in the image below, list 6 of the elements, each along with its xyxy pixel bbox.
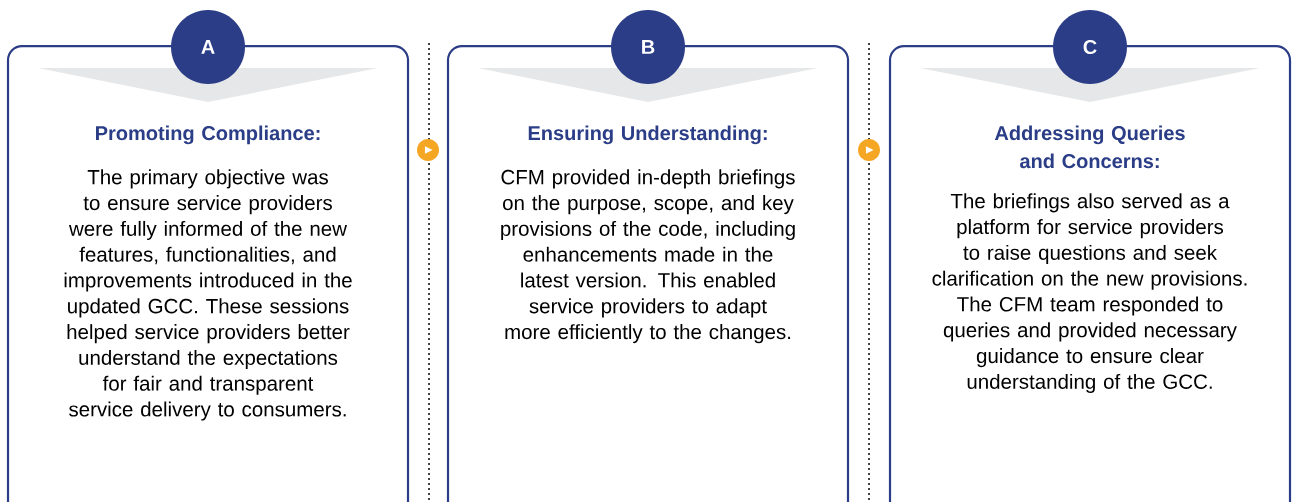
body-text: CFM provided in-depth briefings on the purpose, scope, and key provisions of the code, including enhancements made in the latest version. This enabled service providers to adapt more efficiently to the changes. <box>501 169 795 344</box>
heading: Promoting Compliance: <box>96 125 320 145</box>
body-text: The briefings also served as a platform for service providers to raise questions and seek clarification on the new provisions. The CFM team responded to queries and provided necessary guidance to ensure clear understanding of the GCC. <box>932 193 1247 393</box>
heading: Ensuring Understanding: <box>528 125 767 145</box>
heading: Addressing Queries and Concerns: <box>994 125 1185 169</box>
body-text: The primary objective was to ensure service providers were fully informed of the new features, functionalities, and improvements introduced in the updated GCC. These sessions helped service providers better understand the expectations for fair and transparent service delivery to consumers. <box>64 169 352 421</box>
